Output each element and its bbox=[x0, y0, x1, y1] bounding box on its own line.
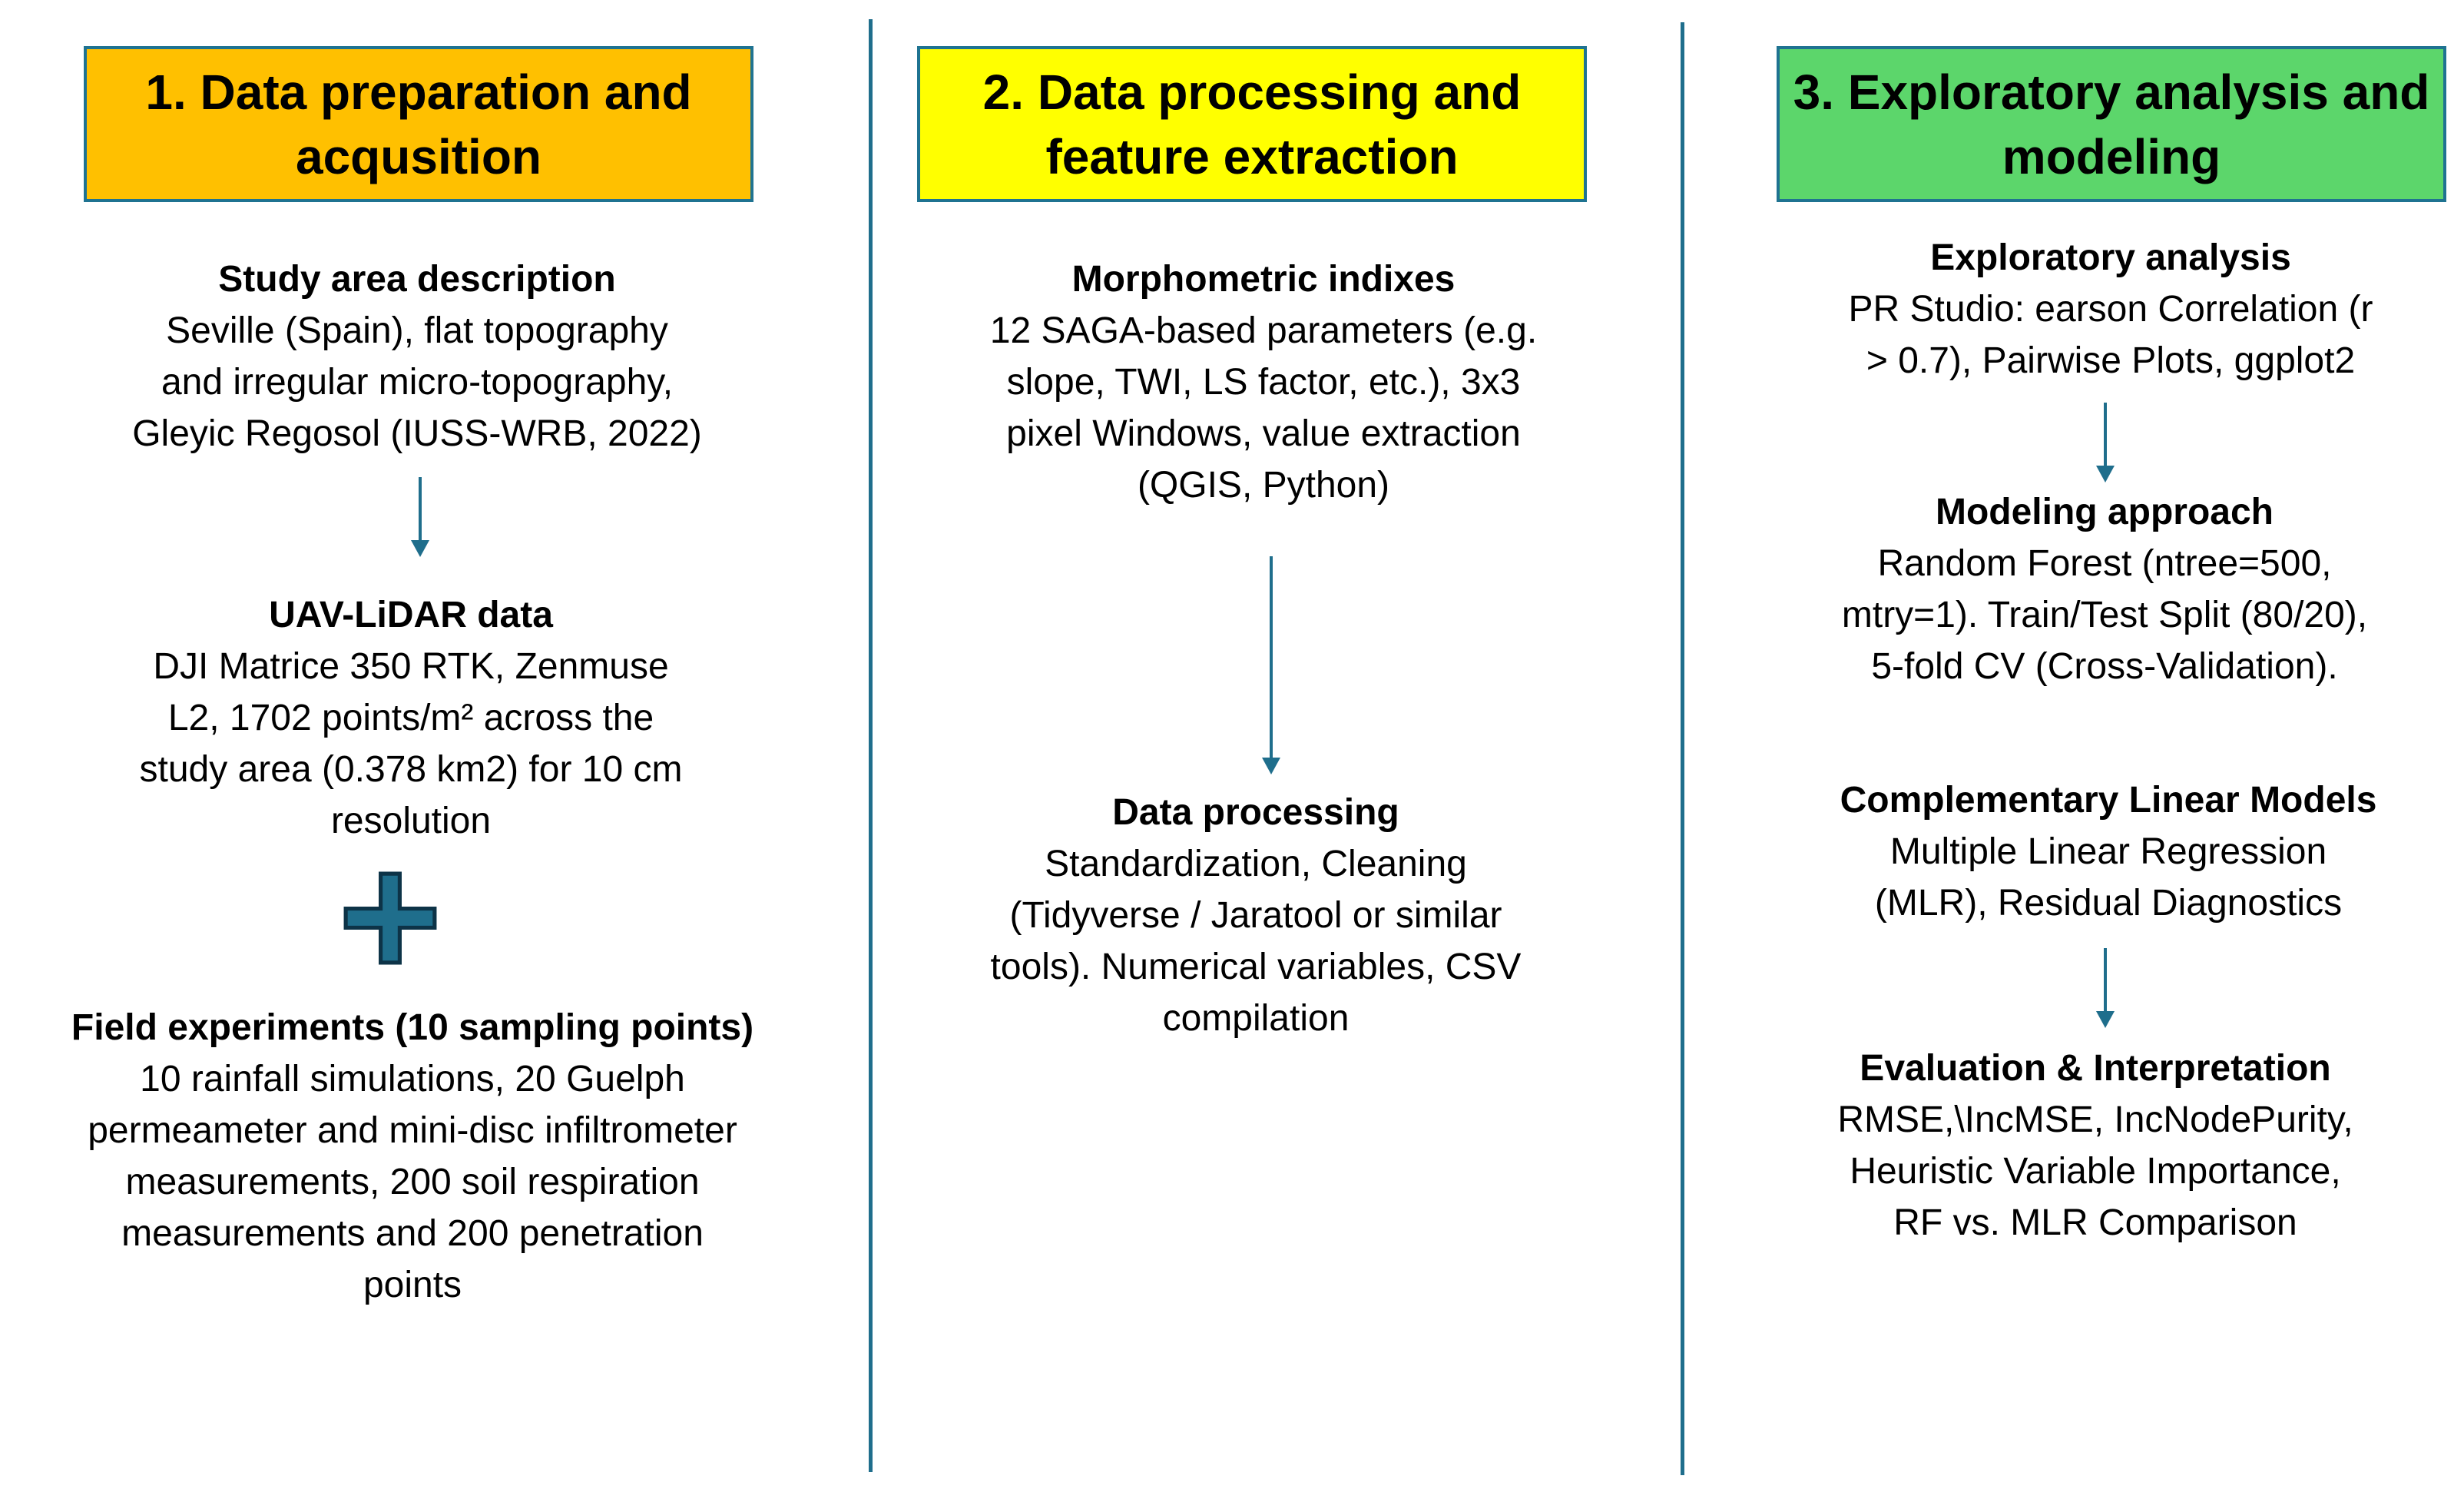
section-evaluation: Evaluation & Interpretation RMSE,\IncMSE… bbox=[1727, 1043, 2464, 1249]
section-heading: Morphometric indixes bbox=[1071, 259, 1456, 300]
section-body: PR Studio: earson Correlation (r > 0.7),… bbox=[1848, 289, 2373, 381]
section-heading: Exploratory analysis bbox=[1930, 237, 2291, 278]
section-body: Seville (Spain), flat topography and irr… bbox=[132, 310, 702, 454]
section-linear-models: Complementary Linear Models Multiple Lin… bbox=[1740, 774, 2464, 929]
section-body: RMSE,\IncMSE, IncNodePurity, Heuristic V… bbox=[1837, 1099, 2353, 1243]
section-heading: UAV-LiDAR data bbox=[269, 595, 553, 635]
section-heading: Complementary Linear Models bbox=[1840, 780, 2377, 821]
section-heading: Modeling approach bbox=[1935, 492, 2274, 532]
column-divider bbox=[1681, 22, 1684, 1475]
arrow-down-icon bbox=[419, 477, 422, 554]
section-field-experiments: Field experiments (10 sampling points) 1… bbox=[13, 1002, 812, 1311]
column-1-header: 1. Data preparation and acqusition bbox=[84, 46, 753, 202]
column-2-title: 2. Data processing and feature extractio… bbox=[982, 64, 1522, 184]
section-study-area: Study area description Seville (Spain), … bbox=[48, 254, 786, 459]
section-data-processing: Data processing Standardization, Cleanin… bbox=[887, 787, 1624, 1044]
plus-icon bbox=[343, 871, 437, 965]
section-heading: Study area description bbox=[218, 259, 616, 300]
section-exploratory: Exploratory analysis PR Studio: earson C… bbox=[1742, 232, 2464, 386]
arrow-down-icon bbox=[2104, 403, 2107, 479]
section-body: Multiple Linear Regression (MLR), Residu… bbox=[1874, 831, 2343, 924]
section-uav-lidar: UAV-LiDAR data DJI Matrice 350 RTK, Zenm… bbox=[42, 589, 780, 847]
section-heading: Evaluation & Interpretation bbox=[1860, 1048, 2331, 1089]
section-heading: Data processing bbox=[1112, 792, 1399, 833]
column-1-title: 1. Data preparation and acqusition bbox=[145, 64, 692, 184]
section-morphometric: Morphometric indixes 12 SAGA-based param… bbox=[895, 254, 1632, 511]
arrow-down-icon bbox=[2104, 948, 2107, 1025]
arrow-down-icon bbox=[1270, 556, 1273, 771]
section-modeling: Modeling approach Random Forest (ntree=5… bbox=[1736, 486, 2464, 692]
column-divider bbox=[869, 19, 873, 1472]
section-body: 12 SAGA-based parameters (e.g. slope, TW… bbox=[989, 310, 1538, 506]
column-2-header: 2. Data processing and feature extractio… bbox=[917, 46, 1587, 202]
column-3-title: 3. Exploratory analysis and modeling bbox=[1793, 64, 2430, 184]
section-heading: Field experiments (10 sampling points) bbox=[71, 1007, 754, 1048]
section-body: Standardization, Cleaning (Tidyverse / J… bbox=[990, 844, 1522, 1039]
section-body: 10 rainfall simulations, 20 Guelph perme… bbox=[88, 1059, 737, 1305]
section-body: DJI Matrice 350 RTK, Zenmuse L2, 1702 po… bbox=[139, 646, 683, 841]
section-body: Random Forest (ntree=500, mtry=1). Train… bbox=[1841, 543, 2368, 687]
column-3-header: 3. Exploratory analysis and modeling bbox=[1777, 46, 2446, 202]
